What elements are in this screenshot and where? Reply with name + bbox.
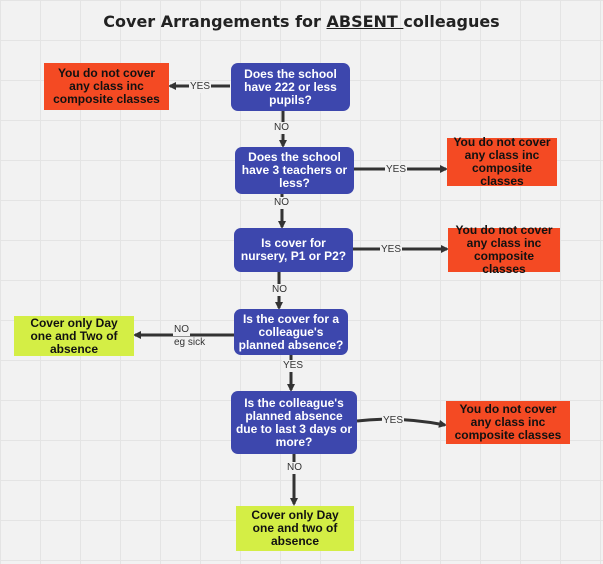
outcome-cover-days-one-two-sick: Cover only Day one and Two of absence [14, 316, 134, 356]
label-q3-yes: YES [380, 244, 403, 256]
title-text-start: Cover Arrangements for [103, 12, 327, 31]
label-q3-no: NO [271, 284, 288, 296]
question-absence-three-days: Is the colleague's planned absence due t… [231, 391, 357, 454]
outcome-no-cover-2: You do not cover any class inc composite… [447, 136, 557, 188]
question-planned-absence: Is the cover for a colleague's planned a… [234, 309, 348, 355]
question-pupil-count: Does the school have 222 or less pupils? [231, 63, 350, 111]
question-nursery-p1-p2: Is cover for nursery, P1 or P2? [234, 228, 353, 272]
title-emphasis: ABSENT [326, 12, 404, 31]
label-q1-no: NO [273, 122, 290, 134]
label-q5-no: NO [286, 462, 303, 474]
question-teacher-count: Does the school have 3 teachers or less? [235, 147, 354, 194]
label-q4-yes: YES [282, 360, 305, 372]
outcome-cover-days-one-two-planned: Cover only Day one and two of absence [236, 506, 354, 551]
diagram-title: Cover Arrangements for ABSENT colleagues [0, 12, 603, 31]
label-q4-no-note: eg sick [173, 337, 207, 349]
title-text-end: colleagues [403, 12, 500, 31]
outcome-no-cover-3: You do not cover any class inc composite… [448, 224, 560, 276]
label-q2-yes: YES [385, 164, 408, 176]
label-q5-yes: YES [382, 415, 405, 427]
label-q4-no: NO [173, 324, 190, 336]
label-q2-no: NO [273, 197, 290, 209]
label-q1-yes: YES [189, 81, 212, 93]
outcome-no-cover-1: You do not cover any class inc composite… [44, 63, 169, 110]
outcome-no-cover-4: You do not cover any class inc composite… [446, 401, 570, 444]
